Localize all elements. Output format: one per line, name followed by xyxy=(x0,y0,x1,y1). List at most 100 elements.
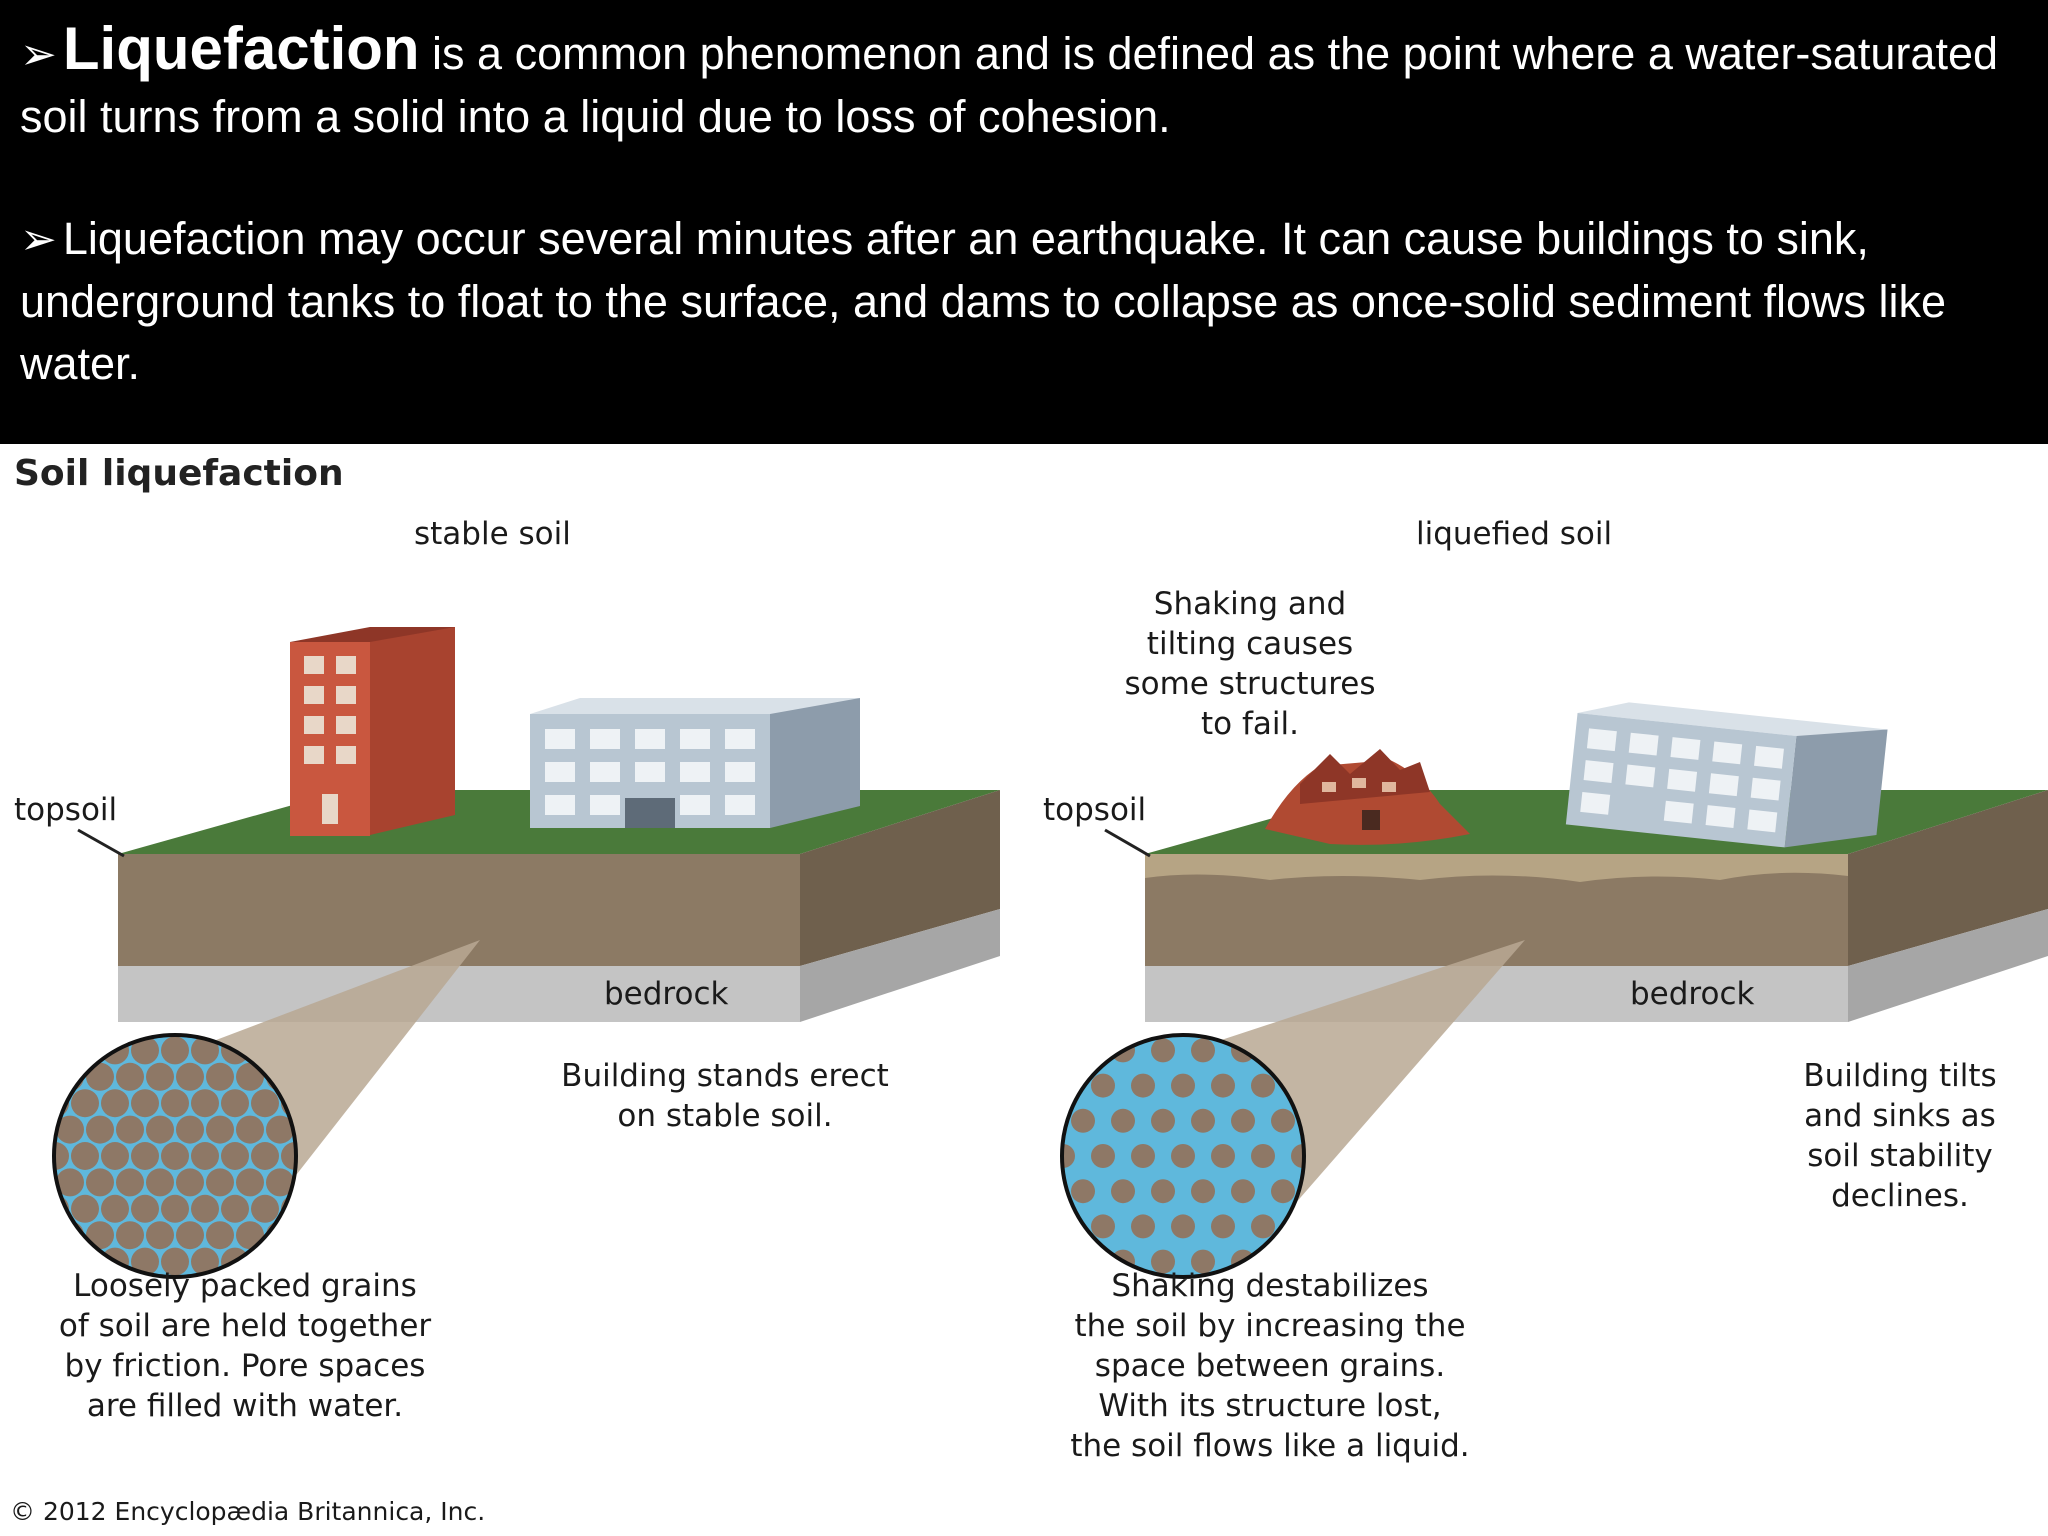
soil-grain xyxy=(971,1285,995,1309)
soil-grain xyxy=(991,1109,1015,1133)
soil-grain xyxy=(1151,1179,1175,1204)
soil-grain xyxy=(0,1036,9,1064)
soil-grain xyxy=(951,1109,975,1133)
soil-grain xyxy=(206,1062,234,1091)
caption-line: Shaking and xyxy=(1153,586,1347,622)
soil-grain xyxy=(206,1221,234,1250)
soil-grain xyxy=(1391,1179,1415,1203)
soil-grain xyxy=(1411,1074,1435,1098)
soil-grain xyxy=(1091,933,1115,957)
soil-grain xyxy=(266,1168,294,1197)
soil-grain xyxy=(56,1168,84,1197)
soil-grain xyxy=(131,1089,159,1118)
liquefied-bedrock-layer xyxy=(1145,966,1848,1022)
soil-grain xyxy=(991,1179,1015,1203)
soil-grain xyxy=(931,1003,955,1027)
tilted-office-building xyxy=(1565,702,1888,848)
soil-grain xyxy=(101,1142,129,1170)
soil-grain xyxy=(1251,1214,1275,1239)
soil-grain xyxy=(1091,1003,1115,1027)
soil-grain xyxy=(951,968,975,992)
soil-grain xyxy=(1271,1108,1295,1133)
soil-grain xyxy=(1011,1214,1035,1238)
soil-grain xyxy=(1311,1179,1335,1203)
figure-title: Soil liquefaction xyxy=(14,453,344,494)
soil-grain xyxy=(356,1168,384,1196)
soil-grain xyxy=(0,1010,24,1038)
soil-grain xyxy=(311,1195,339,1223)
stable-soil-layer xyxy=(118,854,800,966)
soil-grain xyxy=(931,1355,955,1379)
soil-grain xyxy=(1111,1108,1135,1133)
soil-grain xyxy=(1251,1073,1275,1098)
soil-grain xyxy=(11,1195,39,1223)
soil-grain xyxy=(1062,1073,1075,1098)
soil-grain xyxy=(71,1089,99,1118)
soil-grain xyxy=(116,1168,144,1197)
soil-grain xyxy=(1151,1249,1175,1274)
caption-line: Shaking destabilizes xyxy=(1111,1268,1429,1304)
caption-line: declines. xyxy=(1831,1178,1969,1214)
soil-grain xyxy=(326,1168,354,1196)
soil-grain xyxy=(931,1144,955,1168)
diagram-illustration xyxy=(0,627,2048,1379)
soil-grain xyxy=(1091,1073,1115,1098)
soil-grain xyxy=(1062,1214,1075,1239)
soil-grain xyxy=(0,1089,9,1117)
term-liquefaction: Liquefaction xyxy=(62,15,420,82)
topsoil-pointer-left xyxy=(77,828,125,858)
bullet-marker: ➢ xyxy=(20,215,57,264)
soil-grain xyxy=(11,1142,39,1170)
bedrock-label-right: bedrock xyxy=(1630,976,1755,1012)
caption-line: and sinks as xyxy=(1804,1098,1996,1134)
soil-grain xyxy=(1411,1144,1435,1168)
soil-grain xyxy=(54,1036,69,1065)
soil-grain xyxy=(1191,1249,1215,1274)
soil-grain xyxy=(1031,1038,1055,1062)
soil-grain xyxy=(1131,1073,1155,1098)
soil-grain xyxy=(191,1142,219,1170)
soil-grain xyxy=(1171,1214,1195,1239)
soil-grain xyxy=(146,1062,174,1091)
caption-line: soil stability xyxy=(1807,1138,1993,1174)
soil-grain xyxy=(1011,1003,1035,1027)
soil-grain xyxy=(1271,1179,1295,1204)
soil-grain xyxy=(0,1063,24,1091)
soil-grain xyxy=(71,984,99,1012)
soil-grain xyxy=(1351,1179,1375,1203)
soil-grain xyxy=(1071,1038,1095,1063)
brick-building xyxy=(290,627,455,836)
soil-grain xyxy=(341,1195,369,1223)
soil-grain xyxy=(1331,1214,1355,1238)
soil-grain xyxy=(931,1214,955,1238)
soil-grain xyxy=(1131,1214,1155,1239)
soil-grain xyxy=(1051,1003,1075,1027)
bullet-effects: ➢Liquefaction may occur several minutes … xyxy=(20,208,2018,395)
soil-grain xyxy=(221,1142,249,1170)
soil-grain xyxy=(1431,1109,1455,1133)
soil-grain xyxy=(1111,968,1135,992)
topsoil-label-right: topsoil xyxy=(1043,792,1147,828)
soil-grain xyxy=(1131,1144,1155,1168)
soil-grain xyxy=(991,1320,1015,1344)
soil-grain xyxy=(1411,1214,1435,1238)
soil-grain xyxy=(116,1062,144,1091)
caption-line: Loosely packed grains xyxy=(73,1268,417,1304)
soil-grain xyxy=(116,1115,144,1144)
soil-grain xyxy=(1391,1109,1415,1133)
soil-grain xyxy=(1371,1144,1395,1168)
soil-grain xyxy=(1051,933,1075,957)
soil-grain xyxy=(191,1036,219,1065)
soil-grain xyxy=(0,1221,24,1249)
soil-grain xyxy=(1231,1108,1255,1133)
soil-grain xyxy=(951,1320,975,1344)
soil-grain xyxy=(191,1089,219,1118)
soil-grain xyxy=(356,1221,384,1249)
caption-line: tilting causes xyxy=(1146,626,1354,662)
soil-grain xyxy=(131,1247,159,1276)
soil-grain xyxy=(11,1036,39,1064)
caption-line: on stable soil. xyxy=(617,1098,833,1134)
soil-grain xyxy=(931,1285,955,1309)
soil-grain xyxy=(56,1062,84,1091)
soil-grain xyxy=(951,1250,975,1274)
